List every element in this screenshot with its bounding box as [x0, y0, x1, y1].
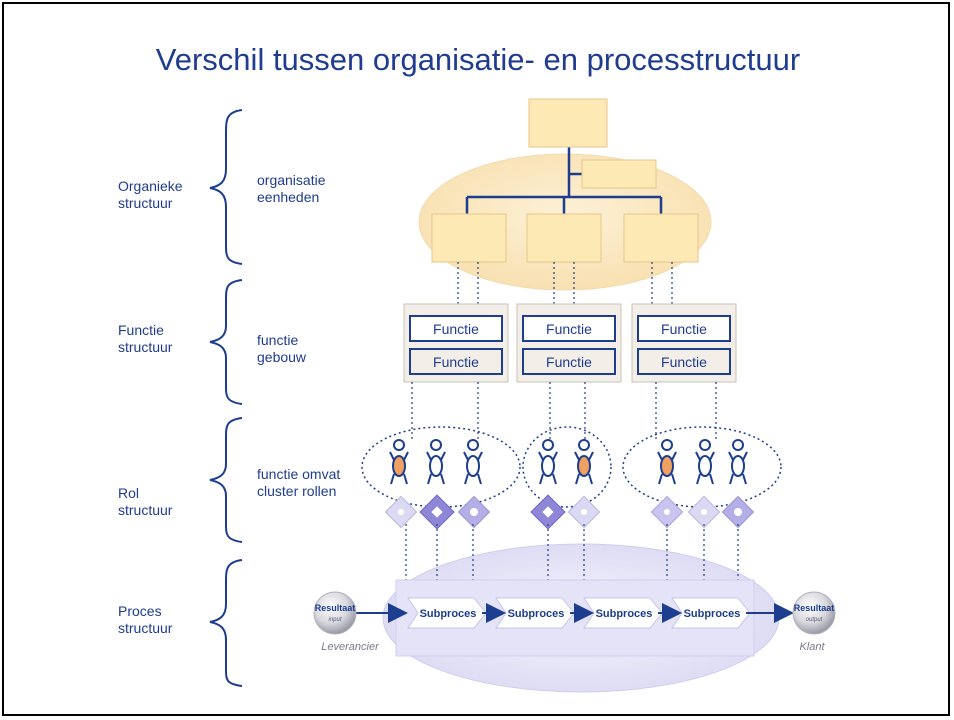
function-label: Functie: [433, 354, 479, 370]
role-diamond-icon: [457, 495, 491, 529]
role-diamond-icon: [721, 495, 755, 529]
curly-brace-icon: [209, 109, 243, 265]
role-diamond-icon: [530, 494, 566, 530]
curly-brace-icon: [209, 559, 243, 687]
layer-name-process: Proces structuur: [118, 603, 172, 637]
layer-name-organic: Organieke structuur: [118, 178, 183, 212]
layer-name-line: Organieke: [118, 178, 183, 194]
function-group-3: Functie Functie: [631, 303, 737, 383]
role-diamond-icon: [567, 495, 601, 529]
person-role-icon: [574, 439, 594, 485]
function-label: Functie: [546, 321, 592, 337]
org-unit-box-3: [623, 213, 699, 263]
layer-name-line: structuur: [118, 620, 173, 636]
customer-label: Klant: [799, 641, 825, 653]
org-unit-box-1: [431, 213, 507, 263]
subprocess-label: Subproces: [508, 608, 565, 620]
org-unit-box-2: [526, 213, 602, 263]
layer-name-line: structuur: [118, 339, 173, 355]
function-label: Functie: [661, 321, 707, 337]
dotted-connectors-roles: [405, 524, 739, 580]
org-unit-box-top: [528, 98, 608, 148]
layer-desc-line: functie omvat: [257, 466, 341, 482]
output-result-sphere: [792, 591, 836, 635]
layer-desc-organic: organisatie eenheden: [257, 172, 326, 206]
layer-desc-line: organisatie: [257, 172, 326, 188]
function-label: Functie: [546, 354, 592, 370]
role-diamond-icon: [650, 495, 684, 529]
person-role-icon: [728, 439, 748, 485]
org-unit-box-staff: [581, 159, 657, 189]
layer-desc-line: gebouw: [257, 349, 307, 365]
input-result-sphere: [313, 591, 357, 635]
role-cluster-2: [522, 426, 612, 508]
dotted-connectors-org: [457, 262, 673, 304]
structure-diagram: Functie Functie Functie Functie Functie …: [209, 98, 836, 693]
layer-name-line: Proces: [118, 603, 162, 619]
org-chart-lines: [465, 147, 663, 214]
layer-desc-line: functie: [257, 332, 299, 348]
layer-name-line: Functie: [118, 322, 164, 338]
layer-desc-line: eenheden: [257, 189, 320, 205]
subprocess-label: Subproces: [684, 608, 741, 620]
function-label: Functie: [433, 321, 479, 337]
layer-desc-line: cluster rollen: [257, 483, 337, 499]
layer-name-line: structuur: [118, 195, 173, 211]
person-role-icon: [657, 439, 677, 485]
function-label: Functie: [661, 354, 707, 370]
layer-desc-function: functie gebouw: [257, 332, 306, 366]
output-result-sub: output: [806, 617, 823, 623]
layer-name-function: Functie structuur: [118, 322, 172, 356]
function-group-1: Functie Functie: [403, 303, 509, 383]
subprocess-label: Subproces: [596, 608, 653, 620]
output-result-label: Resultaat: [794, 603, 835, 613]
layer-name-line: Rol: [118, 485, 140, 501]
subprocess-label: Subproces: [420, 608, 477, 620]
layer-name-line: structuur: [118, 502, 173, 518]
layer-desc-role: functie omvat cluster rollen: [257, 466, 340, 500]
input-result-label: Resultaat: [315, 603, 356, 613]
subprocess-shape: [583, 597, 663, 629]
function-group-2: Functie Functie: [516, 303, 622, 383]
supplier-label: Leverancier: [321, 641, 380, 653]
person-role-icon: [695, 439, 715, 485]
person-role-icon: [463, 439, 483, 485]
person-role-icon: [538, 439, 558, 485]
subprocess-shape: [671, 597, 751, 629]
dotted-connectors-functions: [411, 382, 717, 440]
role-diamond-icon: [419, 494, 455, 530]
person-role-icon: [426, 439, 446, 485]
role-diamond-icon: [384, 495, 418, 529]
person-role-icon: [389, 439, 409, 485]
input-result-sub: input: [328, 617, 341, 623]
slide-title: Verschil tussen organisatie- en processt…: [155, 42, 801, 77]
curly-brace-icon: [209, 279, 243, 405]
subprocess-shape: [407, 597, 487, 629]
layer-name-role: Rol structuur: [118, 485, 172, 519]
role-diamond-icon: [687, 495, 721, 529]
subprocess-shape: [495, 597, 575, 629]
curly-brace-icon: [209, 417, 243, 543]
